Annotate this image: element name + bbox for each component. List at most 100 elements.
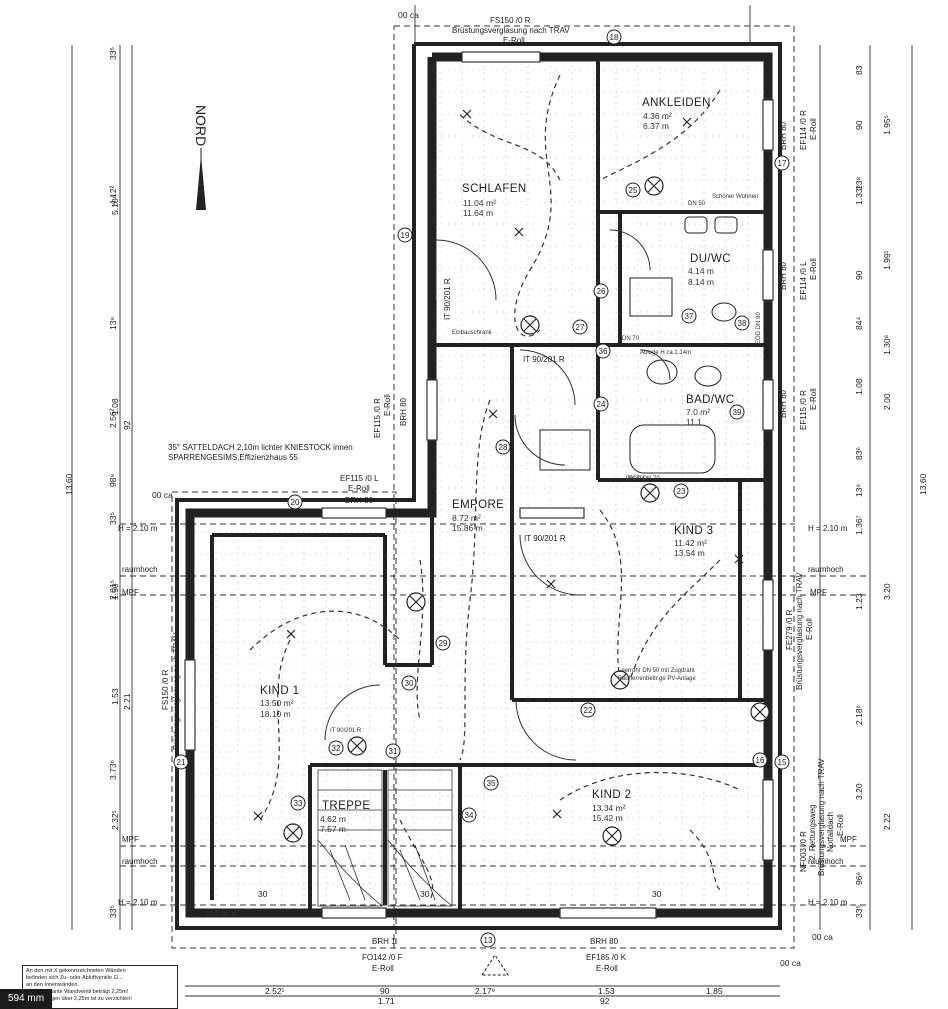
dim-left-6: 2.01⁵ <box>108 580 118 600</box>
svg-text:32: 32 <box>332 744 341 753</box>
room-area-treppe: 4.62 m <box>320 814 346 824</box>
dim-right-1: 90 <box>854 120 864 130</box>
room-perim-schlafen: 11.64 m <box>463 208 493 218</box>
label-nf003e: E-Roll <box>836 814 845 836</box>
label-fe279b: Brüstungsverglasung nach TRAV <box>795 572 804 690</box>
label-ef185: EF185 /0 K <box>586 953 627 962</box>
room-name-schlafen: SCHLAFEN <box>462 183 527 195</box>
dim-right2-2: 1.30⁸ <box>882 334 892 355</box>
ventilation-markers <box>253 109 744 821</box>
svg-text:35: 35 <box>487 779 496 788</box>
svg-text:20: 20 <box>291 498 300 507</box>
staircase <box>317 769 453 907</box>
scale-badge: 594 mm <box>0 989 52 1009</box>
ref-circle-39: 39 <box>729 404 745 420</box>
room-area-duwc: 4.14 m <box>688 266 714 276</box>
ref-circle-28: 28 <box>495 439 511 455</box>
label-it90-v: IT 90/201 R <box>443 278 452 320</box>
dim-right-11: 2.18⁶ <box>854 705 864 725</box>
label-ef114-1: EF114 /0 R <box>799 110 808 150</box>
label-fs150-l: FS150 /0 R <box>161 669 170 710</box>
ref-circle-35: 35 <box>483 775 499 791</box>
ref-circle-27: 27 <box>572 319 588 335</box>
room-area-kind1: 13.50 m² <box>260 698 294 708</box>
ref-circle-18: 18 <box>606 29 622 45</box>
sanitary-objects <box>539 216 738 474</box>
legend-line-4: Die Unterkante Wandventil beträgt 2,25m! <box>26 989 129 995</box>
label-eroll-top: E-Roll <box>503 36 525 45</box>
dimension-texts: 33⁵4.12²13⁸2.56²98⁹33⁵2.01⁵3.73⁶33⁵5.10⁶… <box>64 10 928 1006</box>
svg-text:23: 23 <box>677 487 686 496</box>
room-area-schlafen: 11.04 m² <box>463 198 496 208</box>
label-dn70: DN 70 <box>622 336 640 342</box>
svg-text:38: 38 <box>738 319 747 328</box>
label-brh80-r2: BRH 80 <box>779 261 788 290</box>
label-nf003d: Notfalldach <box>826 812 835 852</box>
label-dn50: DN 50 <box>688 201 706 207</box>
svg-text:26: 26 <box>597 287 606 296</box>
label-h210-4: H = 2.10 m <box>808 898 848 907</box>
room-name-kind2: KIND 2 <box>592 789 631 801</box>
label-mpf-3: MPF <box>122 835 139 844</box>
dim-small-2: 30 <box>652 889 662 899</box>
dim-right2-0: 1.95⁵ <box>882 115 892 135</box>
svg-text:30: 30 <box>405 679 414 688</box>
ref-circle-16: 16 <box>752 752 768 768</box>
label-raumhoch-3: raumhoch <box>122 857 158 866</box>
room-perim-kind3: 13.54 m <box>674 548 705 558</box>
legend-line-1: An den mit X gekennzeichneten Wänden <box>26 968 126 974</box>
dim-left2-2: 92 <box>122 420 132 430</box>
dim-bottom-0: 2.52¹ <box>265 986 285 996</box>
north-arrow: NORD <box>193 105 209 210</box>
dim-left2-1: 1.08 <box>110 398 120 415</box>
dim-left2-3: 1.50 <box>110 583 120 600</box>
room-perim-ankleiden: 6.37 m <box>643 121 669 131</box>
dim-right2-4: 3.20 <box>882 583 892 600</box>
label-ef115-rb: E-Roll <box>809 388 818 410</box>
label-brh80-b: BRH 80 <box>590 937 619 946</box>
room-name-bad: BAD/WC <box>686 394 734 406</box>
north-label: NORD <box>193 105 209 146</box>
label-fs150-top: FS150 /0 R <box>490 16 531 25</box>
dim-right-2: 13⁸ <box>854 177 864 190</box>
dim-bottom2-0: 1.71 <box>378 996 395 1006</box>
dim-right-5: 84⁴ <box>854 317 864 330</box>
ref-circle-26: 26 <box>593 283 609 299</box>
room-area-bad: 7.0 m² <box>686 407 710 417</box>
ref-circle-33: 33 <box>290 795 306 811</box>
svg-text:19: 19 <box>401 231 410 240</box>
room-area-kind3: 11.42 m² <box>674 538 707 548</box>
dim-oc-3: 00 ca <box>780 958 801 968</box>
svg-text:27: 27 <box>576 323 585 332</box>
ref-circle-25: 25 <box>625 182 641 198</box>
dim-right-3: 1.33⁵ <box>854 185 864 205</box>
room-name-kind1: KIND 1 <box>260 685 299 697</box>
exterior-walls <box>175 42 782 930</box>
svg-text:28: 28 <box>499 443 508 452</box>
dim-bottom-1: 90 <box>380 986 390 996</box>
svg-text:24: 24 <box>597 400 606 409</box>
room-name-kind3: KIND 3 <box>674 525 713 537</box>
label-brh1: BRH 1 <box>372 937 396 946</box>
label-eod70b: EÖD DN 70 <box>628 475 660 482</box>
dim-right-0: 83 <box>854 65 864 75</box>
dim-left2-0: 5.10⁶ <box>110 195 120 215</box>
label-nf003: NF003 /0 R <box>799 831 808 872</box>
label-mpf-1: MPF <box>122 588 139 597</box>
ref-circle-29: 29 <box>435 635 451 651</box>
label-einbauschrank: Einbauschrank <box>452 330 493 336</box>
dim-right-7: 83⁶ <box>854 447 864 460</box>
room-perim-treppe: 7.57 m <box>320 824 346 834</box>
dim-bottom-4: 1.85 <box>706 986 723 996</box>
component-labels: FS150 /0 R Brüstungsverglasung nach TRAV… <box>118 16 857 973</box>
label-roof2: SPARRENGESIMS,Effizienzhaus 55 <box>168 453 299 462</box>
svg-text:25: 25 <box>629 186 638 195</box>
room-labels: SCHLAFEN 11.04 m² 11.64 m ANKLEIDEN 4.36… <box>260 97 734 834</box>
dim-right-6: 1.08 <box>854 378 864 395</box>
label-raumhoch-1: raumhoch <box>122 565 158 574</box>
dim-left-total: 13.60 <box>64 473 74 495</box>
room-perim-duwc: 8.14 m <box>688 277 714 287</box>
label-ef115-l: EF115 /0 R <box>373 398 382 438</box>
ref-circle-13: 13 <box>480 932 496 948</box>
